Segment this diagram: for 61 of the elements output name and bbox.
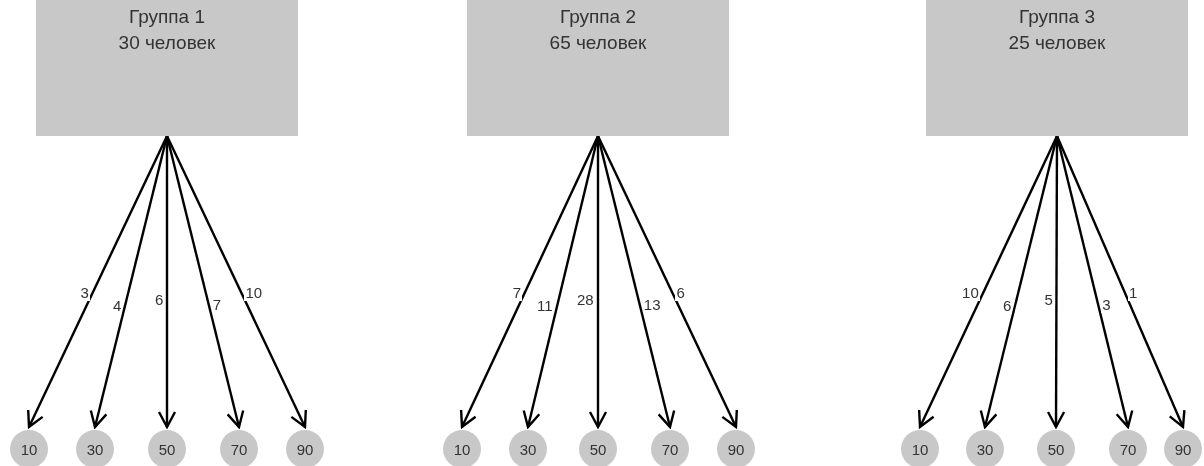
value-label: 50 (158, 440, 176, 458)
edge-label: 7 (211, 297, 223, 313)
group-size: 65 человек (549, 31, 647, 55)
edge-label: 7 (511, 285, 522, 301)
value-circle (1109, 430, 1147, 466)
edge-label: 6 (1001, 298, 1013, 314)
value-circle (443, 430, 481, 466)
value-label: 10 (453, 440, 471, 458)
group-size: 25 человек (1008, 31, 1106, 55)
edge-label: 3 (79, 285, 90, 301)
value-label: 70 (230, 440, 248, 458)
value-circle (286, 430, 324, 466)
value-circle (901, 430, 939, 466)
value-circle (717, 430, 755, 466)
arrow (459, 135, 600, 429)
arrow (1055, 135, 1134, 429)
value-circle (966, 430, 1004, 466)
value-circle (10, 430, 48, 466)
value-circle (579, 430, 617, 466)
edge-label: 28 (576, 292, 595, 308)
edge-label: 3 (1101, 297, 1112, 313)
arrow (917, 135, 1059, 429)
value-label: 70 (1119, 440, 1137, 458)
arrow (596, 135, 738, 429)
edge-label: 5 (1043, 292, 1054, 308)
value-circle (76, 430, 114, 466)
edge-label: 10 (961, 285, 980, 301)
value-label: 70 (661, 440, 679, 458)
value-circle (509, 430, 547, 466)
value-label: 10 (911, 440, 929, 458)
edge-label: 10 (244, 285, 264, 301)
arrow (27, 135, 169, 429)
group-box (926, 0, 1188, 136)
arrow (1055, 135, 1186, 429)
group-title: Группа 1 (128, 5, 206, 29)
value-circle (220, 430, 258, 466)
value-label: 10 (20, 440, 38, 458)
value-circle (148, 430, 186, 466)
group-title: Группа 2 (559, 5, 637, 29)
value-circle (1037, 430, 1075, 466)
edge-label: 6 (675, 285, 686, 301)
value-label: 50 (1047, 440, 1065, 458)
value-circle (1164, 430, 1202, 466)
edge-label: 4 (111, 298, 123, 314)
group-box (36, 0, 298, 136)
value-circle (651, 430, 689, 466)
group-box (467, 0, 729, 136)
value-label: 90 (296, 440, 314, 458)
value-label: 30 (519, 440, 537, 458)
value-label: 50 (589, 440, 607, 458)
value-label: 90 (727, 440, 745, 458)
value-label: 90 (1174, 440, 1192, 458)
group-size: 30 человек (118, 31, 216, 55)
group-title: Группа 3 (1018, 5, 1096, 29)
edge-label: 6 (154, 292, 165, 308)
value-label: 30 (86, 440, 104, 458)
value-label: 30 (976, 440, 994, 458)
arrow (165, 135, 307, 429)
edge-label: 11 (536, 298, 554, 314)
edge-label: 1 (1127, 285, 1139, 301)
edge-label: 13 (642, 297, 662, 313)
